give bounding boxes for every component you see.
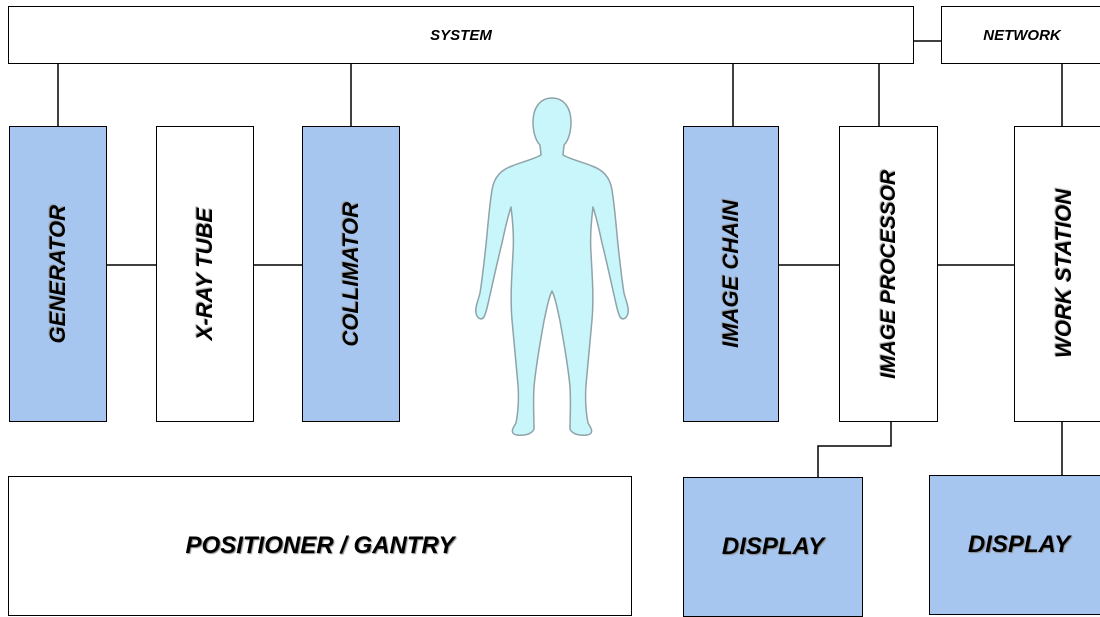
connector-lines [57,40,1063,478]
xray-tube-box: X-RAY TUBE [156,126,254,422]
image-chain-label: IMAGE CHAIN [718,200,743,348]
display-box-2: DISPLAY [929,475,1100,615]
network-box: NETWORK [941,6,1100,64]
image-processor-label: IMAGE PROCESSOR [876,169,900,379]
positioner-gantry-label: POSITIONER / GANTRY [185,532,455,559]
generator-box: GENERATOR [9,126,107,422]
collimator-label: COLLIMATOR [338,201,363,347]
system-label: SYSTEM [430,26,492,44]
display-label-1: DISPLAY [721,533,825,560]
work-station-label: WORK STATION [1051,189,1076,359]
network-label: NETWORK [983,26,1061,44]
image-processor-box: IMAGE PROCESSOR [839,126,938,422]
link-processor-display [817,422,892,478]
positioner-gantry-box: POSITIONER / GANTRY [8,476,632,616]
collimator-box: COLLIMATOR [302,126,400,422]
human-silhouette-icon [475,97,629,436]
work-station-box: WORK STATION [1014,126,1100,422]
display-label-2: DISPLAY [967,531,1071,558]
display-box-1: DISPLAY [683,477,863,617]
xray-tube-label: X-RAY TUBE [192,207,217,341]
generator-label: GENERATOR [45,204,70,344]
system-bus: SYSTEM [8,6,914,64]
image-chain-box: IMAGE CHAIN [683,126,779,422]
